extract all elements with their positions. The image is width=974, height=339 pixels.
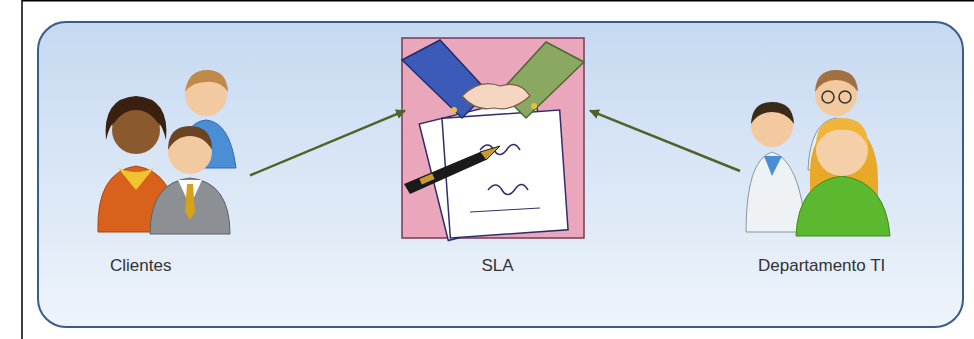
node-caption: Departamento TI [758,256,885,276]
sla-icon [402,38,584,240]
it-staff-icon [746,70,890,236]
arrow-connector [250,111,405,176]
node-caption: Clientes [110,256,171,276]
group-panel [38,22,963,327]
node-caption: SLA [405,256,590,276]
frame-line [21,0,23,339]
icon-node: Clientes [90,60,250,282]
frame-line [22,0,974,2]
clients-icon [98,70,236,234]
arrow-connector [590,111,740,171]
icon-node: SLA [405,30,590,282]
icon-node: Departamento TI [740,60,905,282]
